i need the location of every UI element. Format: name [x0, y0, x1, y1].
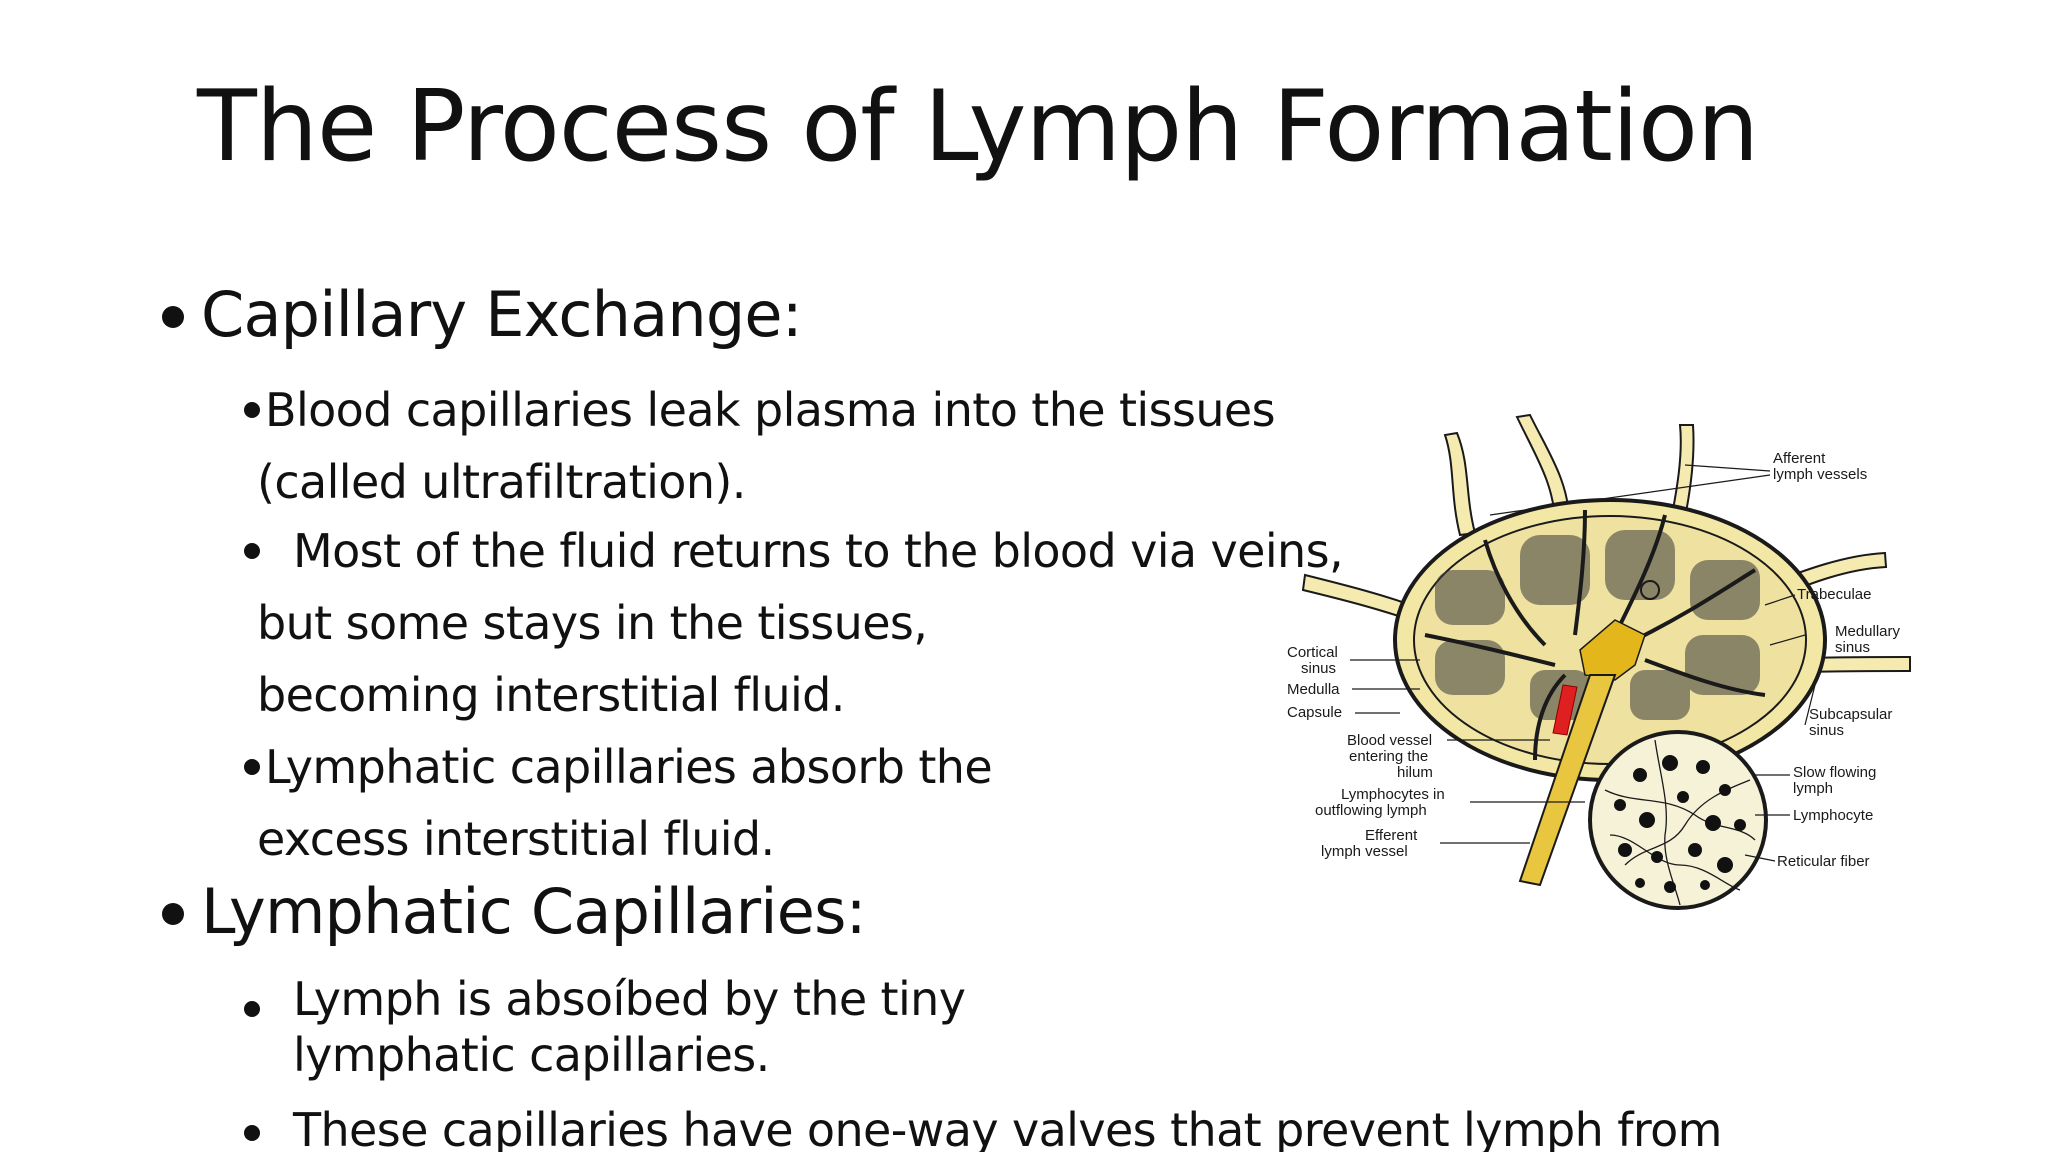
section-heading-capillary-exchange: Capillary Exchange: [201, 278, 803, 351]
bullet-icon [162, 306, 184, 328]
trabeculae [1424, 509, 1766, 761]
label-afferent: lymph vessels [1773, 466, 1867, 483]
label-slow-flowing-lymph: Slow flowing [1793, 764, 1876, 781]
label-cortical-sinus: sinus [1301, 660, 1336, 677]
bullet-icon [244, 759, 260, 775]
label-medullary-sinus: Medullary [1835, 623, 1901, 640]
label-medulla: Medulla [1287, 681, 1340, 698]
bullet-icon [244, 1001, 260, 1017]
bullet-text: Most of the fluid returns to the blood v… [293, 524, 1344, 578]
lymph-node-diagram: Afferent lymph vessels Trabeculae Medull… [1285, 395, 1935, 915]
afferent-vessels [1301, 413, 1911, 676]
bullet-text: Blood capillaries leak plasma into the t… [265, 383, 1276, 437]
label-reticular-fiber: Reticular fiber [1777, 853, 1870, 870]
bullet-text: but some stays in the tissues, [257, 596, 928, 650]
bullet-icon [162, 903, 184, 925]
label-efferent: lymph vessel [1321, 843, 1408, 860]
bullet-text: becoming interstitial fluid. [257, 668, 845, 722]
diagram-labels: Afferent lymph vessels Trabeculae Medull… [1287, 450, 1901, 870]
label-capsule: Capsule [1287, 704, 1342, 721]
magnified-inset [1588, 730, 1768, 910]
leader-lines [1350, 464, 1816, 862]
section-heading-lymphatic-capillaries: Lymphatic Capillaries: [201, 875, 866, 948]
label-afferent: Afferent [1773, 450, 1826, 467]
bullet-text: lymphatic capillaries. [293, 1028, 770, 1082]
label-cortical-sinus: Cortical [1287, 644, 1338, 661]
label-subcapsular-sinus: Subcapsular [1809, 706, 1892, 723]
label-blood-vessel: entering the [1349, 748, 1428, 765]
label-efferent: Efferent [1365, 827, 1418, 844]
bullet-text: Lymph is absoíbed by the tiny [293, 972, 966, 1026]
label-blood-vessel: hilum [1397, 764, 1433, 781]
bullet-icon [244, 543, 260, 559]
label-subcapsular-sinus: sinus [1809, 722, 1844, 739]
label-medullary-sinus: sinus [1835, 639, 1870, 656]
bullet-text: Lymphatic capillaries absorb the [265, 740, 993, 794]
bullet-icon [244, 1125, 260, 1141]
label-slow-flowing-lymph: lymph [1793, 780, 1833, 797]
bullet-text: (called ultrafiltration). [257, 455, 746, 509]
bullet-icon [244, 402, 260, 418]
hilum [1579, 619, 1646, 681]
lymph-node-illustration: Afferent lymph vessels Trabeculae Medull… [1287, 413, 1911, 910]
label-trabeculae: Trabeculae [1797, 586, 1872, 603]
bullet-text: These capillaries have one-way valves th… [293, 1103, 1722, 1152]
blood-vessel [1552, 684, 1578, 736]
efferent-vessel [1518, 674, 1617, 887]
label-lymphocytes-in: Lymphocytes in [1341, 786, 1445, 803]
label-lymphocytes-in: outflowing lymph [1315, 802, 1427, 819]
bullet-text: excess interstitial fluid. [257, 812, 775, 866]
label-blood-vessel: Blood vessel [1347, 732, 1432, 749]
slide-title: The Process of Lymph Formation [197, 70, 1759, 184]
label-lymphocyte: Lymphocyte [1793, 807, 1873, 824]
